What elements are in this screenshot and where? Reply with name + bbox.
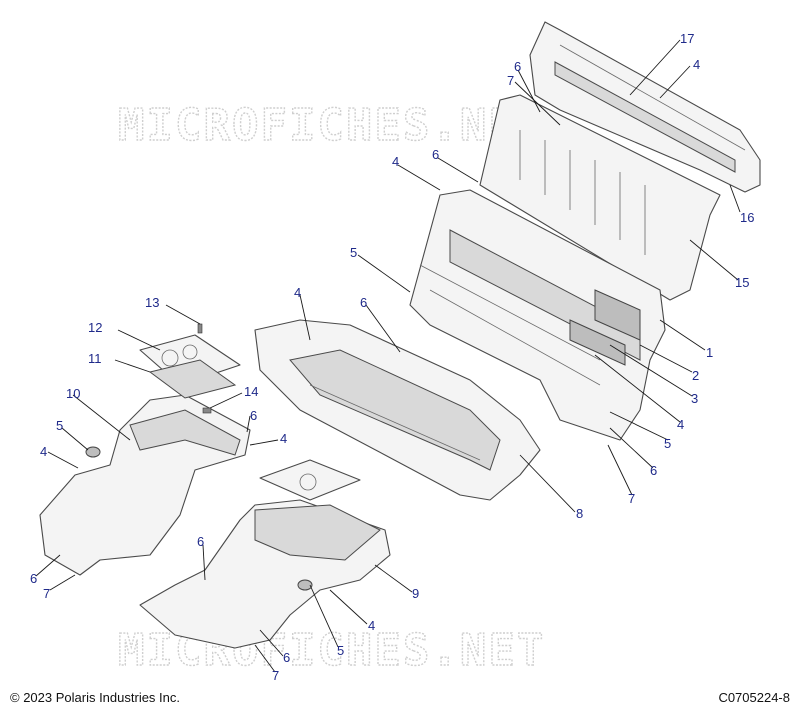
copyright-text: © 2023 Polaris Industries Inc. xyxy=(10,690,180,705)
callout-6: 6 xyxy=(250,408,257,423)
callout-3: 3 xyxy=(691,391,698,406)
callout-7: 7 xyxy=(507,73,514,88)
callout-10: 10 xyxy=(66,386,80,401)
callout-4: 4 xyxy=(294,285,301,300)
callout-7: 7 xyxy=(43,586,50,601)
callout-17: 17 xyxy=(680,31,694,46)
callout-6: 6 xyxy=(360,295,367,310)
callout-7: 7 xyxy=(628,491,635,506)
callout-4: 4 xyxy=(693,57,700,72)
callout-6: 6 xyxy=(432,147,439,162)
callout-4: 4 xyxy=(392,154,399,169)
left-floor-pan xyxy=(39,394,251,576)
callout-6: 6 xyxy=(514,59,521,74)
callout-4: 4 xyxy=(280,431,287,446)
callout-8: 8 xyxy=(576,506,583,521)
callout-13: 13 xyxy=(145,295,159,310)
callout-5: 5 xyxy=(56,418,63,433)
callout-4: 4 xyxy=(40,444,47,459)
drawing-number: C0705224-8 xyxy=(718,690,790,705)
callout-4: 4 xyxy=(677,417,684,432)
rear-upper-panel xyxy=(529,21,761,193)
callout-6: 6 xyxy=(30,571,37,586)
callouts: 17 4 6 7 4 6 16 15 5 4 6 1 2 3 4 5 6 7 1… xyxy=(30,31,754,683)
center-floor-tub xyxy=(254,319,541,501)
callout-6: 6 xyxy=(283,650,290,665)
watermark-top: MICROFICHES.NET xyxy=(118,100,545,151)
callout-5: 5 xyxy=(337,643,344,658)
callout-12: 12 xyxy=(88,320,102,335)
callout-5: 5 xyxy=(350,245,357,260)
rear-wall-panel xyxy=(479,94,721,301)
callout-1: 1 xyxy=(706,345,713,360)
cover-plate xyxy=(139,323,241,414)
callout-6: 6 xyxy=(650,463,657,478)
callout-7: 7 xyxy=(272,668,279,683)
callout-16: 16 xyxy=(740,210,754,225)
callout-11: 11 xyxy=(88,351,102,366)
callout-15: 15 xyxy=(735,275,749,290)
callout-14: 14 xyxy=(244,384,258,399)
callout-6: 6 xyxy=(197,534,204,549)
cargo-box xyxy=(409,189,666,441)
callout-9: 9 xyxy=(412,586,419,601)
callout-5: 5 xyxy=(664,436,671,451)
callout-2: 2 xyxy=(692,368,699,383)
leader-lines xyxy=(35,39,741,673)
callout-4: 4 xyxy=(368,618,375,633)
right-floor-pan xyxy=(139,459,391,649)
